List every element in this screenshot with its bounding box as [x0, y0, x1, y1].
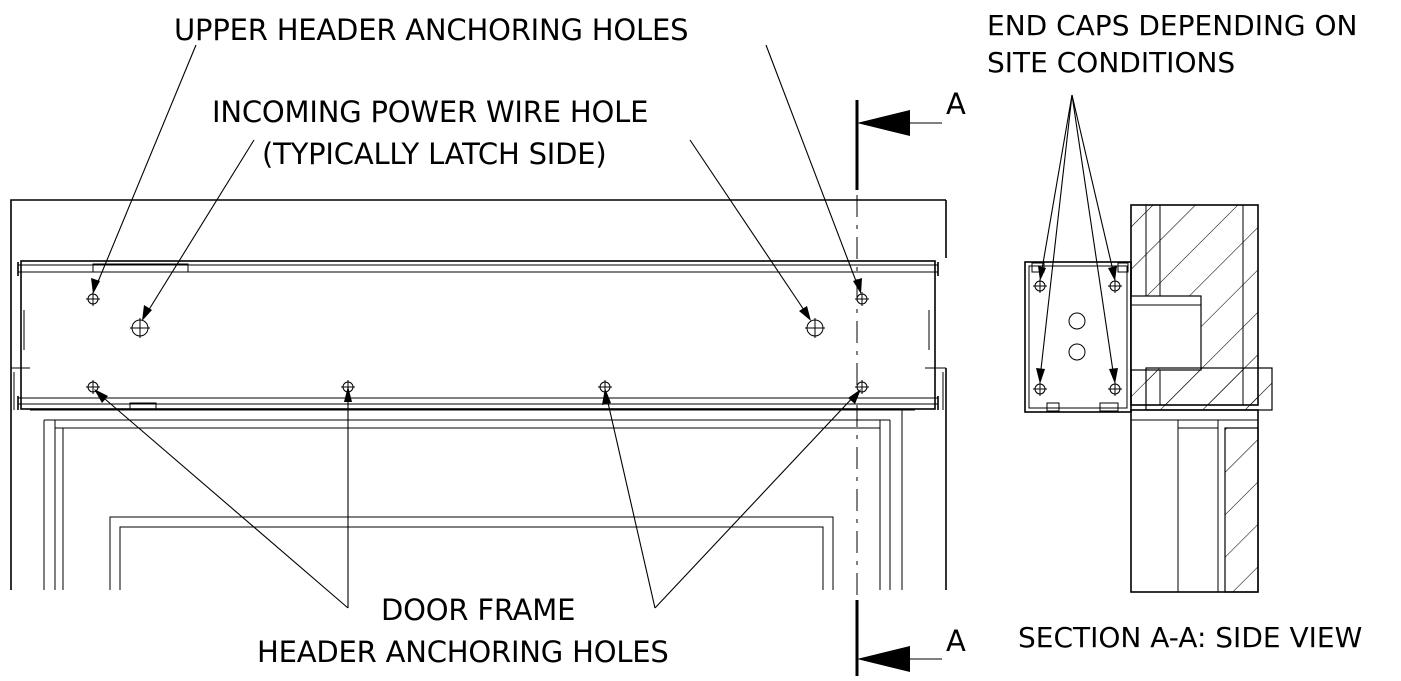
section-cut-line — [855, 100, 942, 676]
section-side-view — [1024, 94, 1273, 593]
frame-section-hatched — [1130, 204, 1273, 411]
end-caps-label-line2: SITE CONDITIONS — [987, 46, 1235, 79]
anchor-hole-icon — [1033, 279, 1047, 293]
power-wire-label-line1: INCOMING POWER WIRE HOLE — [212, 95, 648, 129]
section-arrow-top-icon — [857, 110, 910, 136]
anchor-hole-icon — [86, 380, 100, 394]
anchor-hole-icon — [1108, 382, 1122, 396]
upper-anchor-holes — [86, 292, 869, 306]
door-frame-label-line2: HEADER ANCHORING HOLES — [257, 635, 669, 669]
end-caps-leaders — [1036, 94, 1118, 384]
power-wire-hole-icon — [805, 318, 825, 338]
anchor-hole-icon — [1108, 279, 1122, 293]
anchor-hole-icon — [86, 292, 100, 306]
anchor-hole-icon — [855, 380, 869, 394]
operator-header-box — [17, 260, 939, 410]
power-wire-label-line2: (TYPICALLY LATCH SIDE) — [262, 137, 607, 171]
door-frame-label-line1: DOOR FRAME — [381, 593, 575, 627]
section-marker-top: A — [946, 87, 966, 121]
leader-lines — [91, 44, 862, 609]
section-marker-bottom: A — [946, 624, 966, 658]
section-arrow-bottom-icon — [857, 646, 910, 672]
section-title: SECTION A-A: SIDE VIEW — [1018, 621, 1362, 654]
front-view — [10, 44, 947, 676]
door-section — [1130, 409, 1259, 593]
anchor-hole-icon — [1033, 382, 1047, 396]
upper-header-holes-label: UPPER HEADER ANCHORING HOLES — [174, 13, 688, 47]
operator-box-side — [1024, 261, 1132, 413]
power-wire-holes — [130, 318, 825, 338]
lower-anchor-holes — [86, 380, 869, 394]
end-caps-label-line1: END CAPS DEPENDING ON — [987, 9, 1357, 42]
door-frame-outline — [10, 199, 947, 590]
power-wire-hole-icon — [130, 318, 150, 338]
